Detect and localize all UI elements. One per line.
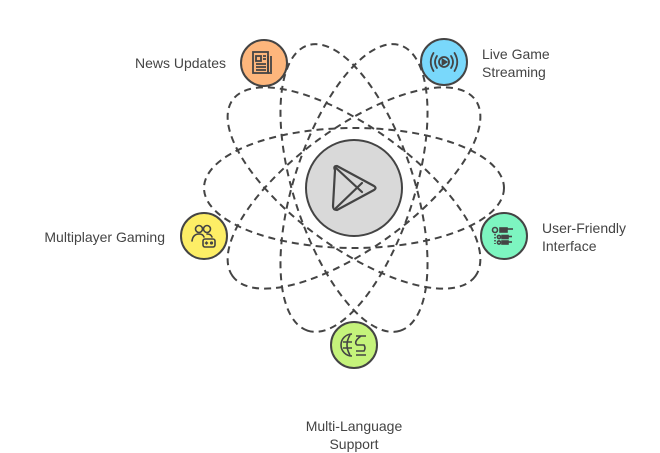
users-gamepad-icon (191, 224, 216, 248)
label-line: Live Game (482, 46, 550, 62)
label-line: News Updates (134, 55, 226, 71)
label-multiplayer-gaming: Multiplayer Gaming (44, 228, 165, 246)
label-line: Multiplayer Gaming (44, 229, 165, 245)
newspaper-icon (252, 51, 272, 74)
label-user-friendly-interface: User-Friendly Interface (542, 219, 626, 255)
label-line: Multi-Language (305, 418, 403, 434)
play-store-icon (331, 164, 377, 212)
list-icon (491, 226, 513, 245)
label-line: Streaming (482, 64, 546, 80)
label-line: Support (329, 436, 379, 452)
label-news-updates: News Updates (135, 54, 226, 72)
center-node[interactable] (305, 139, 403, 237)
node-live-game-streaming[interactable] (420, 38, 468, 86)
node-multiplayer-gaming[interactable] (180, 212, 228, 260)
node-news-updates[interactable] (240, 39, 288, 87)
broadcast-icon (429, 52, 459, 72)
orbit-ellipse (226, 86, 482, 290)
node-multi-language-support[interactable] (330, 321, 378, 369)
orbit-ellipses (203, 43, 505, 333)
orbit-ellipse (279, 43, 429, 333)
orbit-ellipse (279, 43, 429, 333)
label-line: User-Friendly (542, 220, 627, 236)
orbit-ellipse (226, 86, 482, 290)
globe-language-icon (340, 333, 366, 357)
node-user-friendly-interface[interactable] (480, 212, 528, 260)
orbit-ellipse (203, 127, 505, 249)
label-line: Interface (542, 238, 597, 254)
label-multi-language-support: Multi-Language Support (274, 417, 434, 453)
label-live-game-streaming: Live Game Streaming (482, 45, 550, 81)
